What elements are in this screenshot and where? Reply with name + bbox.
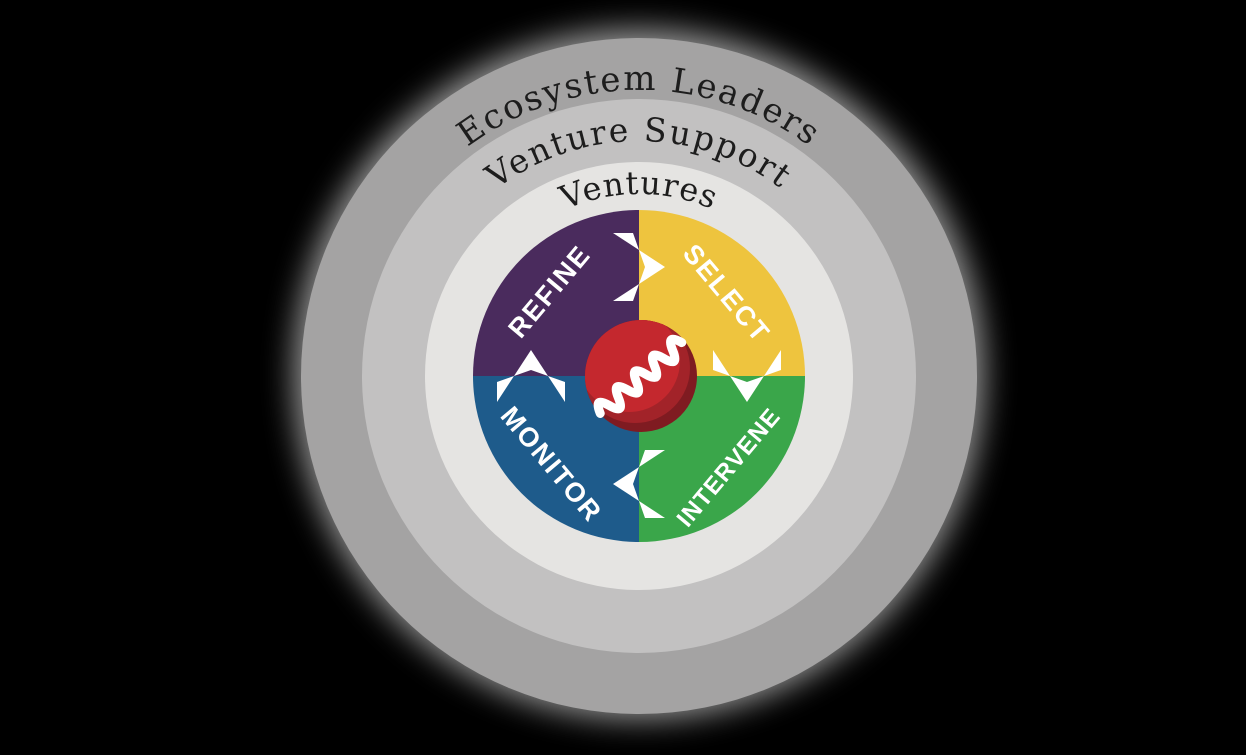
chevron-right-icon: [613, 233, 665, 301]
chevron-left-icon: [613, 450, 665, 518]
segment-select: [639, 210, 805, 376]
segment-monitor: [473, 376, 639, 542]
chevron-down-icon: [713, 350, 781, 402]
chevron-up-icon: [497, 350, 565, 402]
segment-refine: [473, 210, 639, 376]
segment-intervene: [639, 376, 805, 542]
center-ball-icon: [585, 320, 697, 432]
ball-highlight-layer: [585, 320, 680, 412]
trend-squiggle-icon: [593, 334, 687, 418]
